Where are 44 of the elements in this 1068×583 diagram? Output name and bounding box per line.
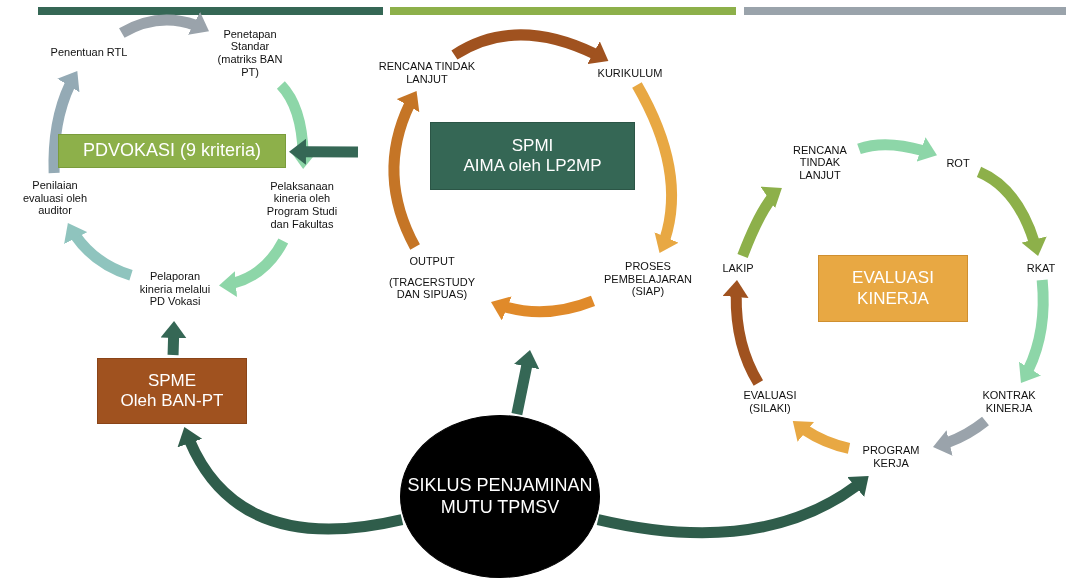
step-label: KURIKULUM [597,66,663,80]
step-label: Pelaksanaan kineria oleh Program Studi dan Fakultas [265,179,339,231]
box-label: EVALUASI KINERJA [851,268,935,309]
curved-arrow [511,348,540,416]
curved-arrow [722,279,764,386]
curved-arrow [451,29,611,66]
step-label: EVALUASI (SILAKI) [742,389,798,415]
curved-arrow [931,416,989,456]
title-box [58,134,286,168]
step-label: Penentuan RTL [50,45,128,59]
box-label: SPMI [511,135,554,156]
step-label: PROGRAM KERJA [861,444,921,470]
step-label: KONTRAK KINERJA [981,389,1037,415]
curved-arrow [160,320,187,356]
curved-arrow [119,12,212,38]
box-label: PDVOKASI (9 kriteria) [82,140,261,162]
curved-arrow [976,166,1047,258]
curved-arrow [1016,279,1049,386]
box-label: AIMA oleh LP2MP [463,156,602,177]
curved-arrow [289,138,359,165]
title-box [97,358,247,424]
step-label: Penetapan Standar (matriks BAN PT) [216,27,284,79]
step-label: RENCANA TINDAK LANJUT [792,143,848,182]
step-label: LAKIP [722,261,754,275]
step-label: RKAT [1026,261,1056,275]
curved-arrow [388,88,422,250]
step-label: RENCANA TINDAK LANJUT [377,60,477,86]
box-label: SPME [147,370,197,391]
step-label: (TRACERSTUDY DAN SIPUAS) [387,275,477,301]
curved-arrow [63,220,133,281]
step-label: OUTPUT [409,255,455,268]
curved-arrow [857,137,939,162]
box-label: SIKLUS PENJAMINAN MUTU TPMSV [406,474,594,519]
step-label: Pelaporan kineria melalui PD Vokasi [138,270,212,308]
curved-arrow [632,82,678,255]
curved-arrow [218,238,289,297]
step-label: PROSES PEMBELAJARAN (SIAP) [603,260,693,298]
step-label: Penilaian evaluasi oleh auditor [21,179,89,217]
box-label: Oleh BAN-PT [120,391,224,412]
curved-arrow [178,424,404,535]
step-label: ROT [946,156,970,170]
title-box [430,122,635,190]
curved-arrow [489,295,595,321]
title-box [818,255,968,322]
